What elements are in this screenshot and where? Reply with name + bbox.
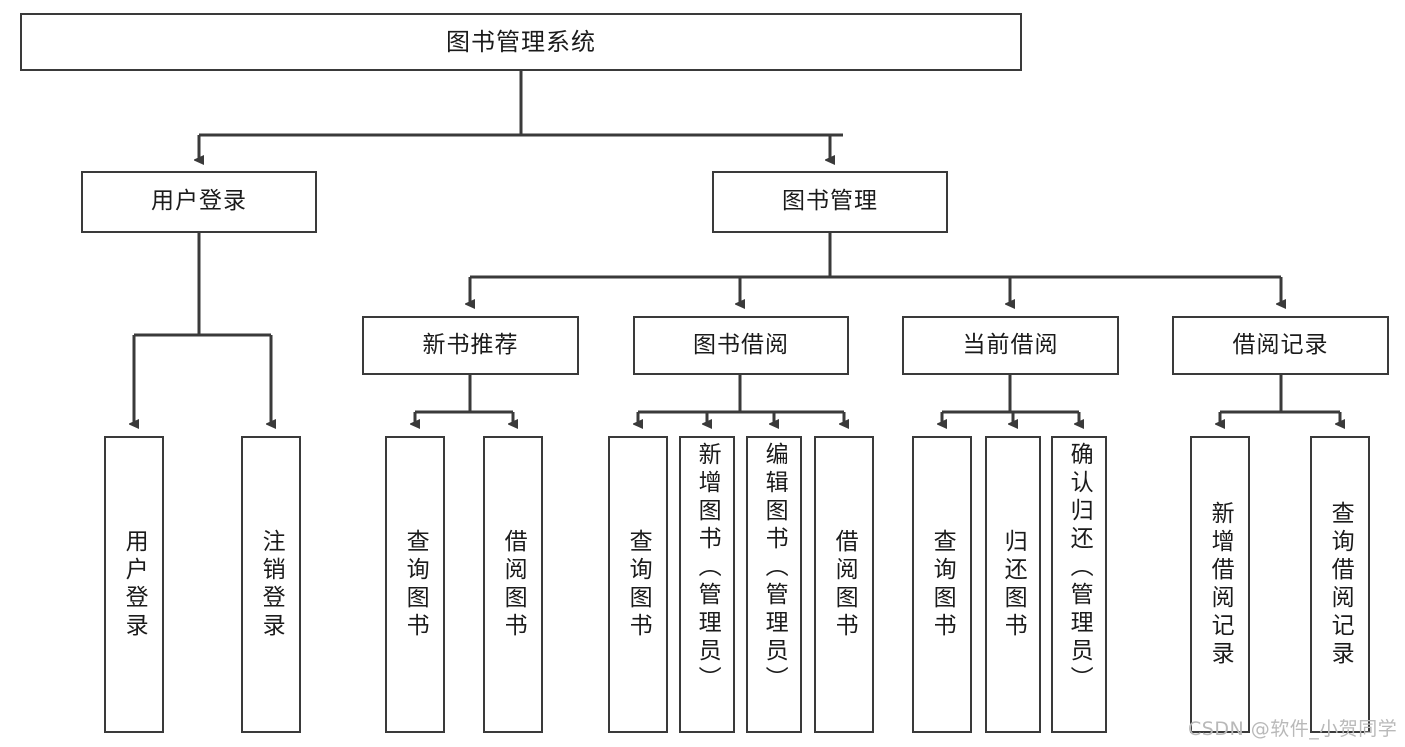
node-current-borrow[interactable]: 当前借阅 [902,316,1119,375]
node-leaf-return-book[interactable]: 归还图书 [985,436,1041,733]
node-leaf-edit-book-admin-label: 编辑图书（管理员） [761,442,788,694]
node-leaf-query-book-rec-label: 查询图书 [402,528,429,641]
node-leaf-logout-login[interactable]: 注销登录 [241,436,301,733]
node-book-manage-label: 图书管理 [782,188,878,215]
node-book-borrow-label: 图书借阅 [693,331,789,358]
node-borrow-record[interactable]: 借阅记录 [1172,316,1389,375]
node-new-book-rec[interactable]: 新书推荐 [362,316,579,375]
node-leaf-query-borrow-record[interactable]: 查询借阅记录 [1310,436,1370,733]
node-leaf-query-book-borrow-label: 查询图书 [625,528,652,641]
node-leaf-confirm-return-admin[interactable]: 确认归还（管理员） [1051,436,1107,733]
node-leaf-query-book-current-label: 查询图书 [929,528,956,641]
node-borrow-record-label: 借阅记录 [1232,331,1329,358]
node-leaf-borrow-book-borrow[interactable]: 借阅图书 [814,436,874,733]
node-user-login[interactable]: 用户登录 [81,171,317,233]
watermark-text: CSDN @软件_小贺同学 [1188,718,1398,740]
node-leaf-confirm-return-admin-label: 确认归还（管理员） [1066,442,1093,694]
node-leaf-add-book-admin-label: 新增图书（管理员） [694,442,721,694]
node-leaf-logout-login-label: 注销登录 [258,528,285,641]
node-leaf-borrow-book-rec-label: 借阅图书 [500,528,527,641]
node-root[interactable]: 图书管理系统 [20,13,1022,71]
node-leaf-borrow-book-rec[interactable]: 借阅图书 [483,436,543,733]
node-leaf-borrow-book-borrow-label: 借阅图书 [831,528,858,641]
node-leaf-add-book-admin[interactable]: 新增图书（管理员） [679,436,735,733]
node-leaf-user-login-label: 用户登录 [121,528,148,641]
node-leaf-edit-book-admin[interactable]: 编辑图书（管理员） [746,436,802,733]
node-leaf-query-book-current[interactable]: 查询图书 [912,436,972,733]
node-leaf-return-book-label: 归还图书 [1000,528,1027,641]
node-book-borrow[interactable]: 图书借阅 [633,316,849,375]
node-root-label: 图书管理系统 [446,27,596,56]
node-current-borrow-label: 当前借阅 [962,331,1059,358]
node-leaf-add-borrow-record-label: 新增借阅记录 [1207,500,1234,669]
node-book-manage[interactable]: 图书管理 [712,171,948,233]
node-leaf-query-book-rec[interactable]: 查询图书 [385,436,445,733]
node-leaf-user-login[interactable]: 用户登录 [104,436,164,733]
node-user-login-label: 用户登录 [151,188,247,215]
node-leaf-add-borrow-record[interactable]: 新增借阅记录 [1190,436,1250,733]
node-new-book-rec-label: 新书推荐 [422,331,519,358]
node-leaf-query-book-borrow[interactable]: 查询图书 [608,436,668,733]
node-leaf-query-borrow-record-label: 查询借阅记录 [1327,500,1354,669]
